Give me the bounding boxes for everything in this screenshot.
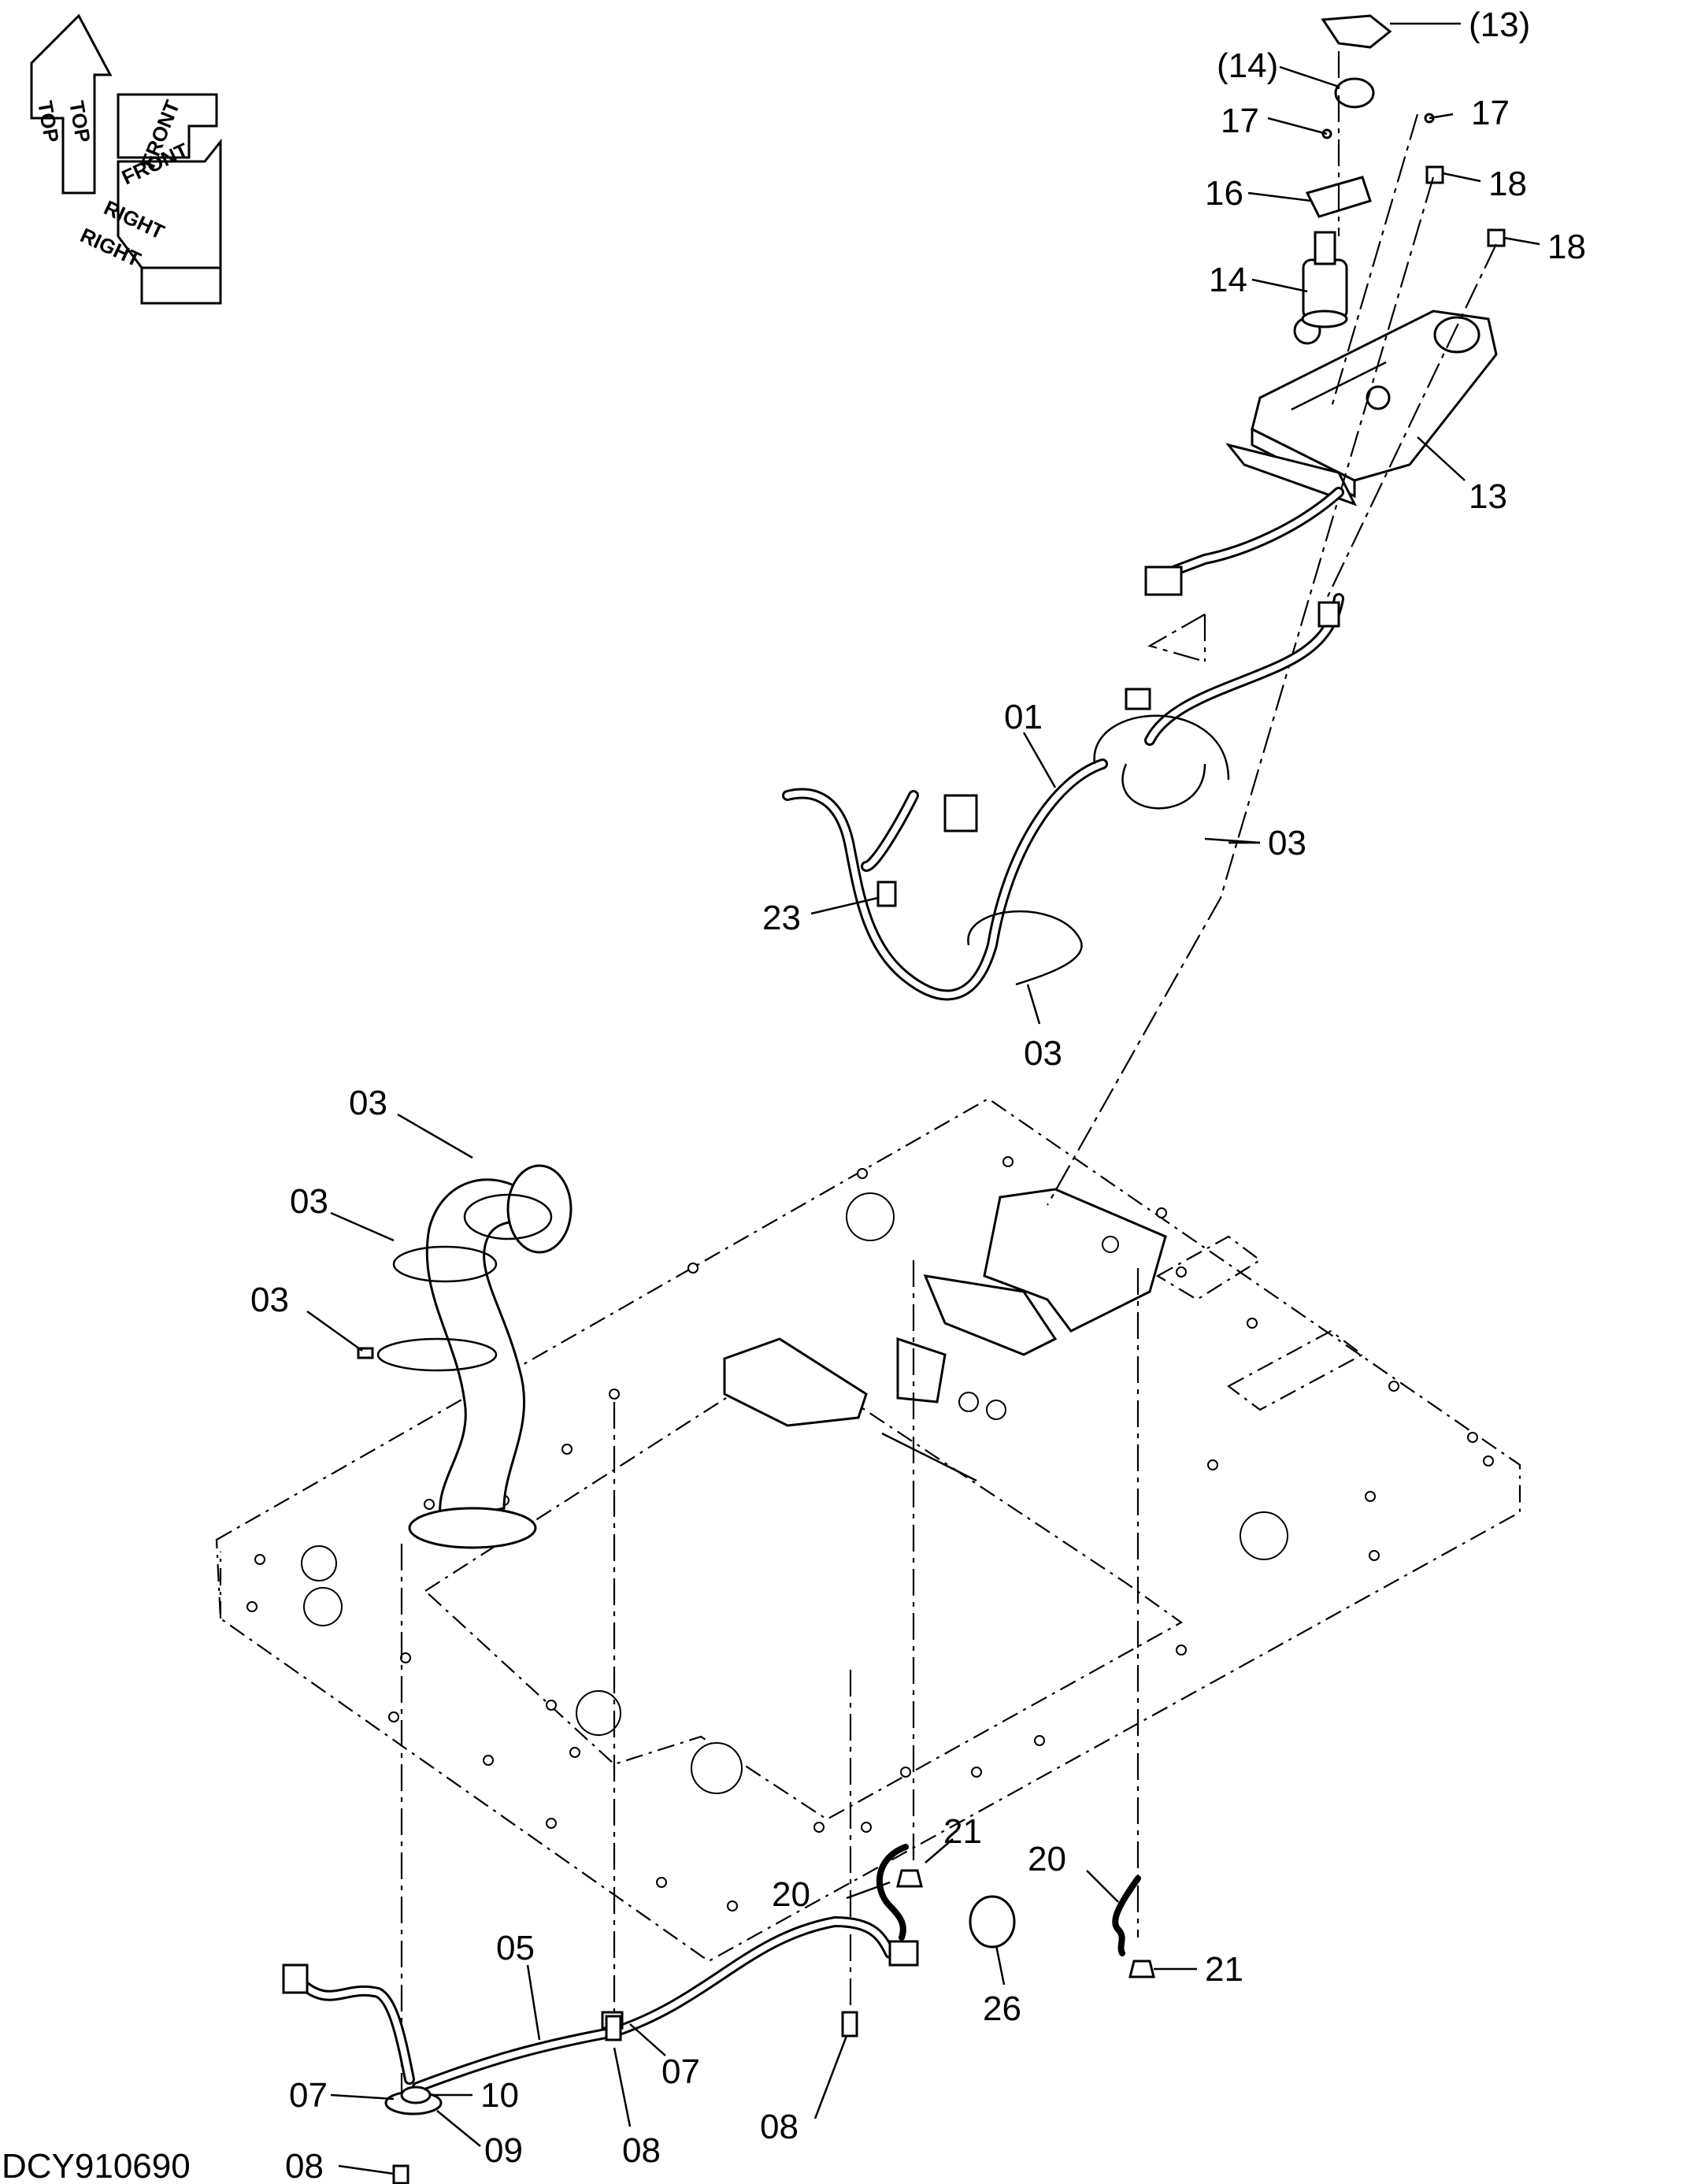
clamp-band	[1093, 714, 1230, 781]
label-14: 14	[1209, 261, 1247, 299]
center-lines	[400, 51, 1497, 2111]
label-01: 01	[1004, 698, 1043, 736]
label-18-upper: 18	[1488, 165, 1527, 203]
switch-14	[1301, 231, 1348, 328]
cap-26	[969, 1895, 1016, 1949]
mounting-bracket	[983, 1188, 1167, 1333]
plate-hole	[691, 1742, 743, 1794]
label-09: 09	[484, 2131, 523, 2170]
drawing-code: DCY910690	[2, 2147, 191, 2184]
plate-hole	[846, 1192, 895, 1241]
label-07-left: 07	[289, 2076, 328, 2115]
clamp-ring	[392, 1245, 498, 1283]
label-21-left: 21	[943, 1812, 982, 1851]
nut-21	[896, 1869, 923, 1888]
cap-14	[1334, 77, 1375, 109]
label-20-left: 20	[772, 1875, 810, 1914]
label-03-duct-top: 03	[349, 1084, 387, 1122]
clamp-band	[1121, 763, 1206, 810]
grommet-10	[400, 2086, 432, 2104]
label-08-right: 08	[760, 2108, 799, 2146]
label-03-duct-mid: 03	[290, 1182, 328, 1221]
label-08-left: 08	[285, 2147, 324, 2184]
label-13-ref: (13)	[1469, 6, 1530, 44]
label-10: 10	[480, 2076, 519, 2115]
label-03-center: 03	[1024, 1034, 1062, 1073]
label-17-left: 17	[1221, 102, 1259, 140]
label-16: 16	[1205, 174, 1243, 213]
ground-wires	[876, 1844, 1155, 1978]
harness-duct	[357, 1164, 573, 1549]
part-labels: (13) (14) 17 17 16 18 18 14 13 01 03 23 …	[250, 6, 1586, 2184]
label-13: 13	[1469, 477, 1507, 516]
label-07-right: 07	[662, 2052, 700, 2091]
plate-hole	[576, 1690, 621, 1736]
label-18-lower: 18	[1547, 228, 1586, 266]
floor-plate	[215, 1097, 1521, 1963]
label-21-right: 21	[1205, 1950, 1243, 1989]
leader-lines	[306, 22, 1540, 2175]
plate-hole	[1240, 1511, 1288, 1560]
label-08-center: 08	[622, 2131, 661, 2170]
wire-harness-01	[782, 487, 1344, 1001]
plate-13	[1321, 14, 1392, 49]
label-05: 05	[496, 1929, 535, 1967]
plate-hole	[303, 1587, 343, 1626]
screw-18	[1487, 228, 1506, 247]
label-03-duct-low: 03	[250, 1281, 289, 1319]
plate-hole	[301, 1545, 337, 1581]
label-03-right: 03	[1268, 824, 1306, 862]
screw-18	[1425, 165, 1444, 184]
label-20-right: 20	[1028, 1840, 1066, 1878]
label-14-ref: (14)	[1217, 46, 1278, 85]
clamp-band	[967, 910, 1083, 986]
clamp-ring	[463, 1193, 553, 1240]
nut-21	[1128, 1960, 1155, 1978]
wire-harness-05	[282, 1915, 919, 2115]
clamp-ring	[376, 1337, 498, 1372]
label-23: 23	[762, 899, 801, 937]
label-17-right: 17	[1471, 94, 1510, 132]
monitor-panel	[1225, 310, 1498, 506]
label-26: 26	[983, 1989, 1021, 2028]
bolts-08	[392, 2011, 858, 2184]
orientation-indicator: TOP TOP FRONT FRONT RIGHT RIGHT	[30, 13, 222, 305]
